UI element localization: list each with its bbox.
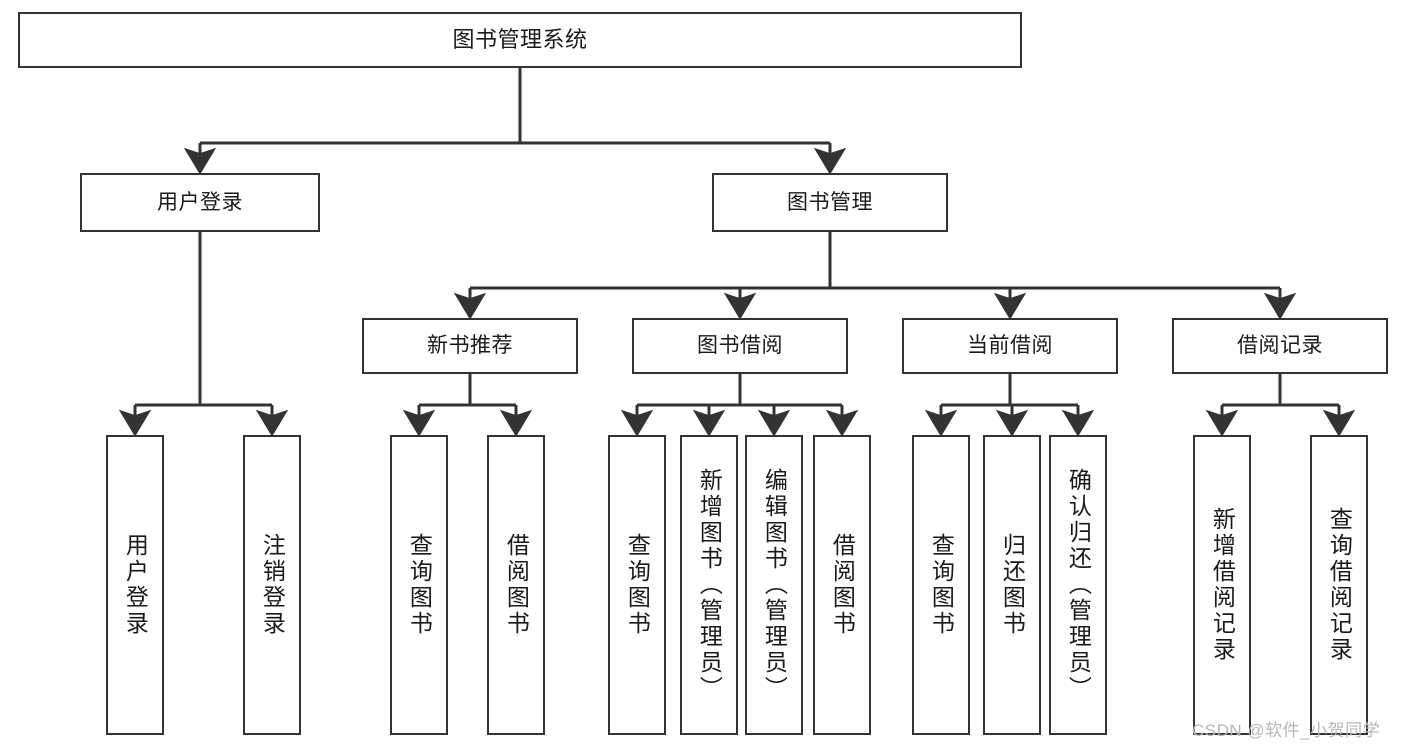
node-current-borrow[interactable]: 当前借阅 bbox=[902, 318, 1118, 374]
leaf-query-borrow-record[interactable]: 查询借阅记录 bbox=[1310, 435, 1368, 735]
leaf-confirm-return-admin[interactable]: 确认归还（管理员） bbox=[1049, 435, 1107, 735]
leaf-user-login[interactable]: 用户登录 bbox=[106, 435, 164, 735]
leaf-borrow-book-recommend[interactable]: 借阅图书 bbox=[487, 435, 545, 735]
leaf-query-book-borrow[interactable]: 查询图书 bbox=[608, 435, 666, 735]
leaf-query-book-current[interactable]: 查询图书 bbox=[912, 435, 970, 735]
node-new-book-recommend[interactable]: 新书推荐 bbox=[362, 318, 578, 374]
node-book-borrow[interactable]: 图书借阅 bbox=[632, 318, 848, 374]
leaf-edit-book-admin[interactable]: 编辑图书（管理员） bbox=[745, 435, 803, 735]
leaf-return-book[interactable]: 归还图书 bbox=[983, 435, 1041, 735]
leaf-borrow-book[interactable]: 借阅图书 bbox=[813, 435, 871, 735]
leaf-add-borrow-record[interactable]: 新增借阅记录 bbox=[1193, 435, 1251, 735]
node-book-management[interactable]: 图书管理 bbox=[712, 173, 948, 232]
leaf-logout-login[interactable]: 注销登录 bbox=[243, 435, 301, 735]
node-user-login[interactable]: 用户登录 bbox=[80, 173, 320, 232]
leaf-add-book-admin[interactable]: 新增图书（管理员） bbox=[680, 435, 738, 735]
node-root-title[interactable]: 图书管理系统 bbox=[18, 12, 1022, 68]
node-borrow-record[interactable]: 借阅记录 bbox=[1172, 318, 1388, 374]
leaf-query-book-recommend[interactable]: 查询图书 bbox=[390, 435, 448, 735]
csdn-watermark: CSDN @软件_小贺同学 bbox=[1192, 721, 1381, 740]
